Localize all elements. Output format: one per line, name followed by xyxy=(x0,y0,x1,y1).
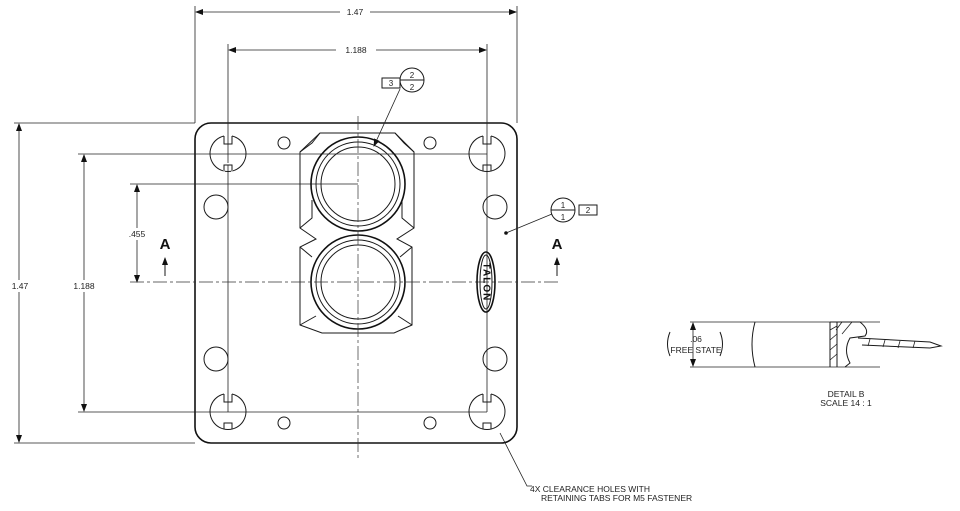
callout-right: 1 1 2 xyxy=(504,197,598,235)
callout-top: 3 2 2 xyxy=(373,67,425,147)
svg-text:1: 1 xyxy=(561,201,566,210)
svg-text:2: 2 xyxy=(586,206,591,215)
svg-text:2: 2 xyxy=(410,83,415,92)
section-label-left: A xyxy=(160,236,171,253)
dim-overall-height: 1.47 xyxy=(12,281,29,291)
plate-outline xyxy=(194,122,518,444)
clearance-note: 4X CLEARANCE HOLES WITH RETAINING TABS F… xyxy=(499,432,692,503)
detail-dimension-note: FREE STATE xyxy=(670,345,721,355)
detail-dimension: .06 xyxy=(690,334,702,344)
talon-logo: TALON xyxy=(476,251,496,313)
dim-hole-spacing-height: 1.188 xyxy=(73,281,95,291)
dim-overall-width: 1.47 xyxy=(347,7,364,17)
logo-text: TALON xyxy=(480,263,491,302)
port-frames xyxy=(299,132,415,334)
extension-lines xyxy=(14,6,518,444)
small-holes xyxy=(203,136,508,430)
detail-b: .06 FREE STATE DETAIL B SCALE 14 : 1 xyxy=(667,321,943,408)
note-line-1: 4X CLEARANCE HOLES WITH xyxy=(530,484,650,494)
section-label-right: A xyxy=(552,236,563,253)
svg-text:2: 2 xyxy=(410,71,415,80)
detail-scale: SCALE 14 : 1 xyxy=(820,398,872,408)
dim-hole-spacing-width: 1.188 xyxy=(345,45,367,55)
dim-port-offset: .455 xyxy=(129,229,146,239)
svg-text:1: 1 xyxy=(561,213,566,222)
corner-clearance-holes xyxy=(209,135,506,431)
detail-title: DETAIL B xyxy=(828,389,865,399)
svg-text:3: 3 xyxy=(389,79,394,88)
note-line-2: RETAINING TABS FOR M5 FASTENER xyxy=(541,493,692,503)
